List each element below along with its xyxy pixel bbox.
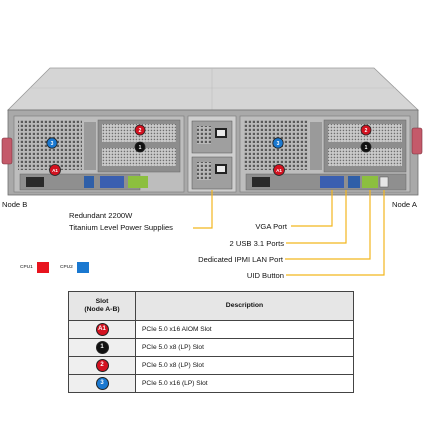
node-b-module — [13, 115, 185, 193]
slot-table: Slot (Node A-B) Description A1 PCIe 5.0 … — [68, 291, 354, 393]
power-supplies — [187, 115, 237, 193]
node-b-slot-badges: A1 1 2 3 — [46, 124, 146, 176]
ipmi-callout-line — [285, 190, 371, 260]
psu-callout-label-line2: Titanium Level Power Supplies — [69, 223, 173, 232]
node-b-label: Node B — [2, 200, 28, 209]
legend-label-cpu1: CPU1 — [20, 265, 33, 270]
svg-text:1: 1 — [139, 145, 142, 151]
legend-swatch-cpu2 — [76, 262, 89, 273]
ipmi-callout-label: Dedicated IPMI LAN Port — [198, 255, 283, 264]
table-row: 2 PCIe 5.0 x8 (LP) Slot — [68, 356, 354, 375]
svg-text:3: 3 — [51, 141, 54, 147]
svg-text:A1: A1 — [52, 168, 58, 173]
usb-callout-label: 2 USB 3.1 Ports — [229, 239, 284, 248]
slot-badge-a1: A1 — [95, 323, 109, 336]
rack-ear-right — [411, 127, 423, 155]
slot-description: PCIe 5.0 x8 (LP) Slot — [135, 356, 354, 375]
slot-header-sub: (Node A-B) — [84, 306, 120, 313]
slot-badge-1: 1 — [95, 341, 109, 354]
slot-table-header: Slot (Node A-B) Description — [68, 291, 354, 321]
node-a-label: Node A — [392, 200, 417, 209]
rack-ear-left — [1, 137, 13, 165]
svg-text:2: 2 — [139, 128, 142, 134]
description-header: Description — [135, 291, 354, 321]
uid-callout-label: UID Button — [246, 271, 284, 280]
table-row: A1 PCIe 5.0 x16 AIOM Slot — [68, 320, 354, 339]
psu-callout-label-line1: Redundant 2200W — [69, 211, 133, 220]
uid-callout-line — [286, 190, 385, 276]
vga-callout-line — [291, 190, 333, 227]
slot-description: PCIe 5.0 x16 AIOM Slot — [135, 320, 354, 339]
slot-cell: 1 — [68, 338, 136, 357]
legend-label-cpu2: CPU2 — [60, 265, 73, 270]
slot-cell: A1 — [68, 320, 136, 339]
slot-description: PCIe 5.0 x8 (LP) Slot — [135, 338, 354, 357]
node-a-slot-badges: A1 1 2 3 — [272, 124, 372, 176]
legend-item-cpu1: CPU1 — [20, 262, 49, 273]
slot-header-title: Slot — [95, 298, 109, 305]
legend-item-cpu2: CPU2 — [60, 262, 89, 273]
chassis-rear-illustration: A1 1 2 3 A1 1 2 3 — [1, 67, 423, 196]
svg-text:3: 3 — [277, 141, 280, 147]
legend-swatch-cpu1 — [36, 262, 49, 273]
slot-description: PCIe 5.0 x16 (LP) Slot — [135, 374, 354, 393]
slot-badge-2: 2 — [95, 359, 109, 372]
vga-callout-label: VGA Port — [255, 222, 287, 231]
svg-text:1: 1 — [365, 145, 368, 151]
slot-cell: 3 — [68, 374, 136, 393]
psu-callout-line — [193, 190, 213, 229]
slot-header: Slot (Node A-B) — [68, 291, 136, 321]
slot-badge-3: 3 — [95, 377, 109, 390]
slot-cell: 2 — [68, 356, 136, 375]
svg-text:2: 2 — [365, 128, 368, 134]
table-row: 1 PCIe 5.0 x8 (LP) Slot — [68, 338, 354, 357]
callout-lines — [193, 190, 385, 276]
svg-text:A1: A1 — [276, 168, 282, 173]
usb-callout-line — [286, 190, 347, 244]
table-row: 3 PCIe 5.0 x16 (LP) Slot — [68, 374, 354, 393]
